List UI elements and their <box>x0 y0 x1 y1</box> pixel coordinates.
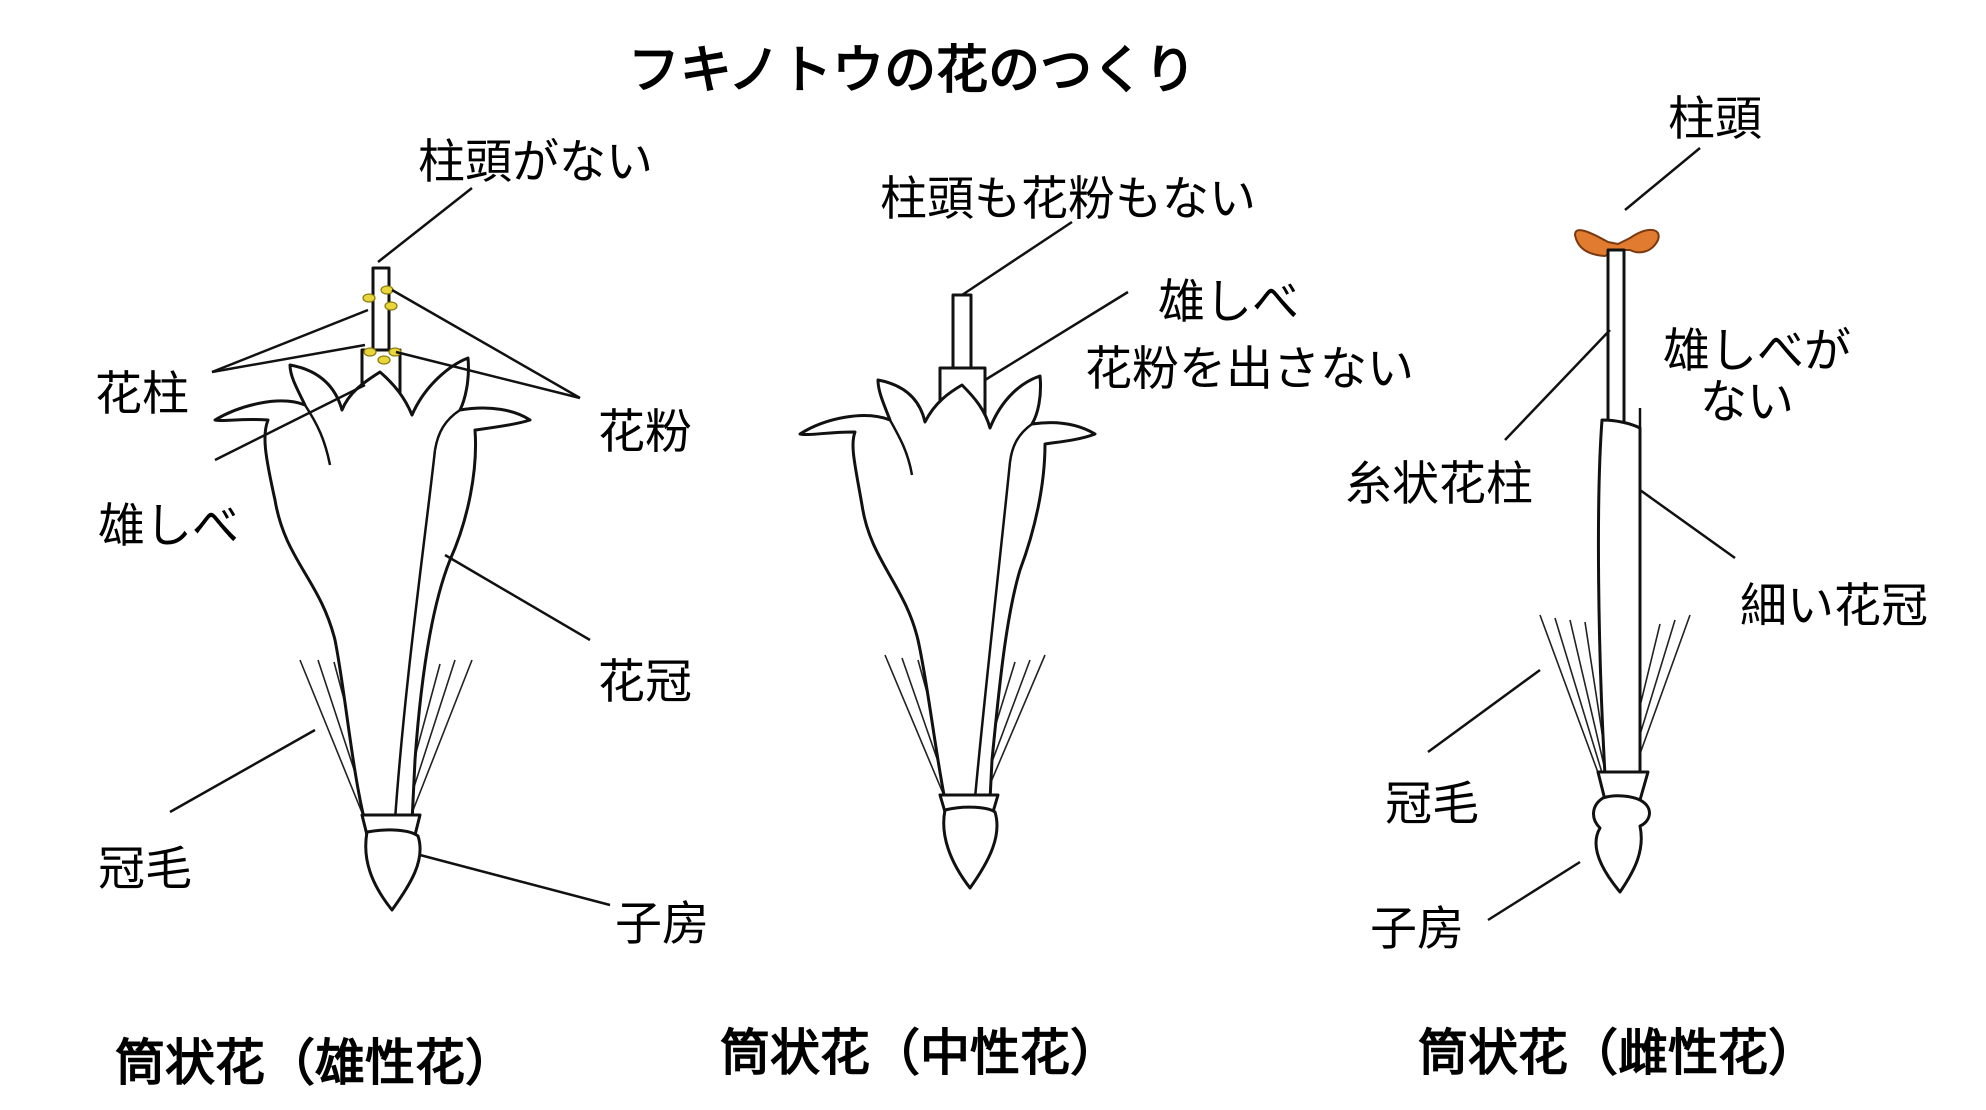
diagram-title: フキノトウの花のつくり <box>628 41 1196 101</box>
neutral-petal-fold-1 <box>888 419 914 476</box>
male-leader-pollen-1 <box>391 288 581 400</box>
male-label-pappus: 冠毛 <box>98 842 192 897</box>
male-label-ovary: 子房 <box>615 897 709 952</box>
male-label-pollen: 花粉 <box>598 405 692 460</box>
neutral-label-no-pollen-release: 花粉を出さない <box>1085 342 1414 397</box>
male-leader-pappus <box>169 728 316 814</box>
female-ovary <box>1592 794 1651 894</box>
female-leader-ovary <box>1487 860 1581 922</box>
female-label-ovary: 子房 <box>1370 902 1464 957</box>
male-leader-stamen <box>214 383 366 462</box>
female-stigma <box>1573 229 1660 258</box>
female-leader-thin-corolla <box>1639 488 1736 560</box>
female-thin-corolla <box>1596 418 1642 777</box>
male-petal-fold-2 <box>433 408 461 451</box>
male-leader-ovary <box>419 853 611 907</box>
male-flower: 柱頭がない 花柱 花粉 雄しべ 花冠 冠毛 子房 筒状花（雄性花） <box>95 135 709 1092</box>
neutral-corolla-seam <box>973 461 1012 799</box>
male-pollen-grains <box>362 285 402 365</box>
neutral-ovary <box>942 805 999 890</box>
neutral-leader-stamen <box>984 290 1129 382</box>
male-ovary <box>364 828 422 912</box>
female-leader-stigma <box>1624 147 1701 211</box>
male-label-style: 花柱 <box>95 367 189 422</box>
male-corolla <box>213 356 532 824</box>
female-label-no-stamen-1: 雄しべが <box>1663 324 1851 379</box>
male-label-no-stigma: 柱頭がない <box>418 135 653 190</box>
female-leader-filiform-style <box>1504 329 1611 441</box>
neutral-style <box>951 293 973 372</box>
male-petal-fold-1 <box>303 404 332 466</box>
male-corolla-seam <box>393 449 437 821</box>
male-leader-corolla <box>444 553 591 642</box>
female-label-thin-corolla: 細い花冠 <box>1740 579 1928 634</box>
neutral-label-stamen: 雄しべ <box>1158 275 1299 330</box>
female-label-stigma: 柱頭 <box>1668 92 1762 147</box>
male-leader-style-1 <box>211 308 369 374</box>
male-label-corolla: 花冠 <box>598 655 692 710</box>
female-flower: 柱頭 雄しべが ない 糸状花柱 細い花冠 冠毛 子房 筒状花（雌性花） <box>1345 92 1928 1082</box>
neutral-petal-fold-2 <box>1008 422 1033 463</box>
male-leader-style-2 <box>211 343 366 374</box>
male-label-stamen: 雄しべ <box>98 499 239 554</box>
neutral-flower-caption: 筒状花（中性花） <box>720 1024 1120 1082</box>
neutral-label-no-stigma-pollen: 柱頭も花粉もない <box>880 172 1256 227</box>
neutral-flower: 柱頭も花粉もない 雄しべ 花粉を出さない 筒状花（中性花） <box>720 172 1414 1082</box>
female-label-no-stamen-2: ない <box>1700 375 1794 430</box>
male-flower-caption: 筒状花（雄性花） <box>115 1034 515 1092</box>
neutral-corolla <box>798 374 1097 802</box>
male-leader-pollen-2 <box>395 350 581 400</box>
female-label-pappus: 冠毛 <box>1385 777 1479 832</box>
neutral-leader-no-stigma-pollen <box>961 220 1073 297</box>
female-flower-caption: 筒状花（雌性花） <box>1418 1024 1818 1082</box>
female-leader-pappus <box>1427 668 1541 754</box>
female-label-filiform-style: 糸状花柱 <box>1345 457 1533 512</box>
male-leader-no-stigma <box>377 187 473 263</box>
